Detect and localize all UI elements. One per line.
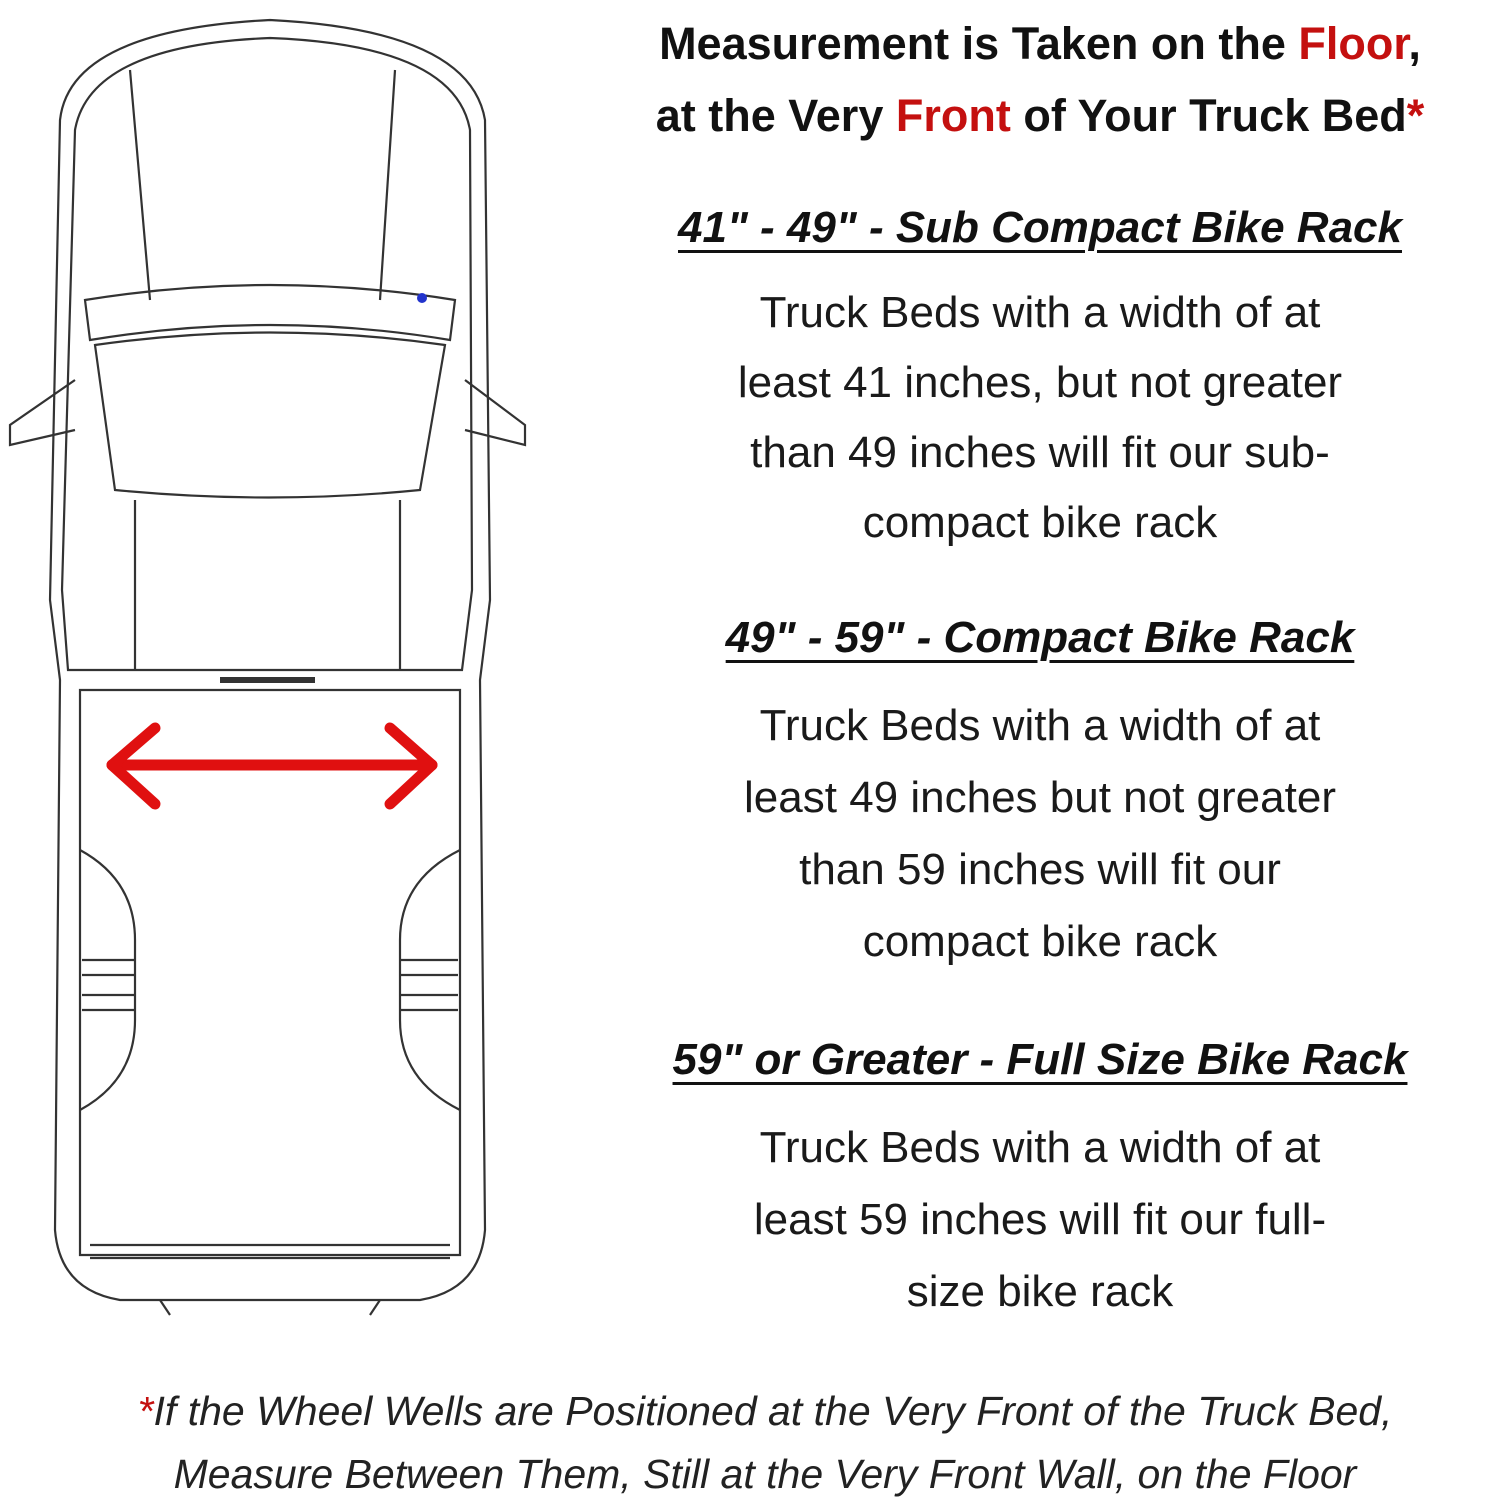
measurement-arrow <box>106 722 438 810</box>
truck-outline <box>8 18 527 1316</box>
title-text: at the Very <box>655 90 896 141</box>
section-text-line: than 59 inches will fit our <box>799 845 1281 894</box>
section-sub-compact: 41" - 49" - Sub Compact Bike Rack Truck … <box>590 198 1490 558</box>
title-floor-highlight: Floor <box>1298 18 1409 69</box>
footnote-asterisk: * <box>137 1388 154 1434</box>
title-text: , <box>1408 18 1421 69</box>
section-heading: 41" - 49" - Sub Compact Bike Rack <box>678 203 1402 252</box>
truck-top-view-illustration <box>8 18 527 1316</box>
title-text: of Your Truck Bed <box>1010 90 1407 141</box>
section-text-line: compact bike rack <box>862 498 1218 547</box>
footnote-line: If the Wheel Wells are Positioned at the… <box>153 1388 1393 1434</box>
section-text-line: least 49 inches but not greater <box>744 773 1336 822</box>
section-heading: 59" or Greater - Full Size Bike Rack <box>672 1035 1408 1084</box>
section-text-line: size bike rack <box>906 1267 1174 1316</box>
section-text-line: Truck Beds with a width of at <box>759 701 1321 750</box>
footnote: *If the Wheel Wells are Positioned at th… <box>0 1380 1490 1506</box>
section-text-line: Truck Beds with a width of at <box>759 1123 1321 1172</box>
section-compact: 49" - 59" - Compact Bike Rack Truck Beds… <box>590 608 1490 978</box>
section-full-size: 59" or Greater - Full Size Bike Rack Tru… <box>590 1030 1490 1328</box>
section-heading: 49" - 59" - Compact Bike Rack <box>725 613 1355 662</box>
section-text-line: than 49 inches will fit our sub- <box>750 428 1330 477</box>
page-title: Measurement is Taken on the Floor, at th… <box>590 8 1490 152</box>
title-asterisk: * <box>1406 90 1425 141</box>
section-text-line: least 59 inches will fit our full- <box>753 1195 1327 1244</box>
section-text-line: Truck Beds with a width of at <box>759 288 1321 337</box>
title-front-highlight: Front <box>895 90 1011 141</box>
section-text-line: compact bike rack <box>862 917 1218 966</box>
title-text: Measurement is Taken on the <box>659 18 1299 69</box>
footnote-line: Measure Between Them, Still at the Very … <box>173 1451 1357 1497</box>
section-text-line: least 41 inches, but not greater <box>737 358 1343 407</box>
